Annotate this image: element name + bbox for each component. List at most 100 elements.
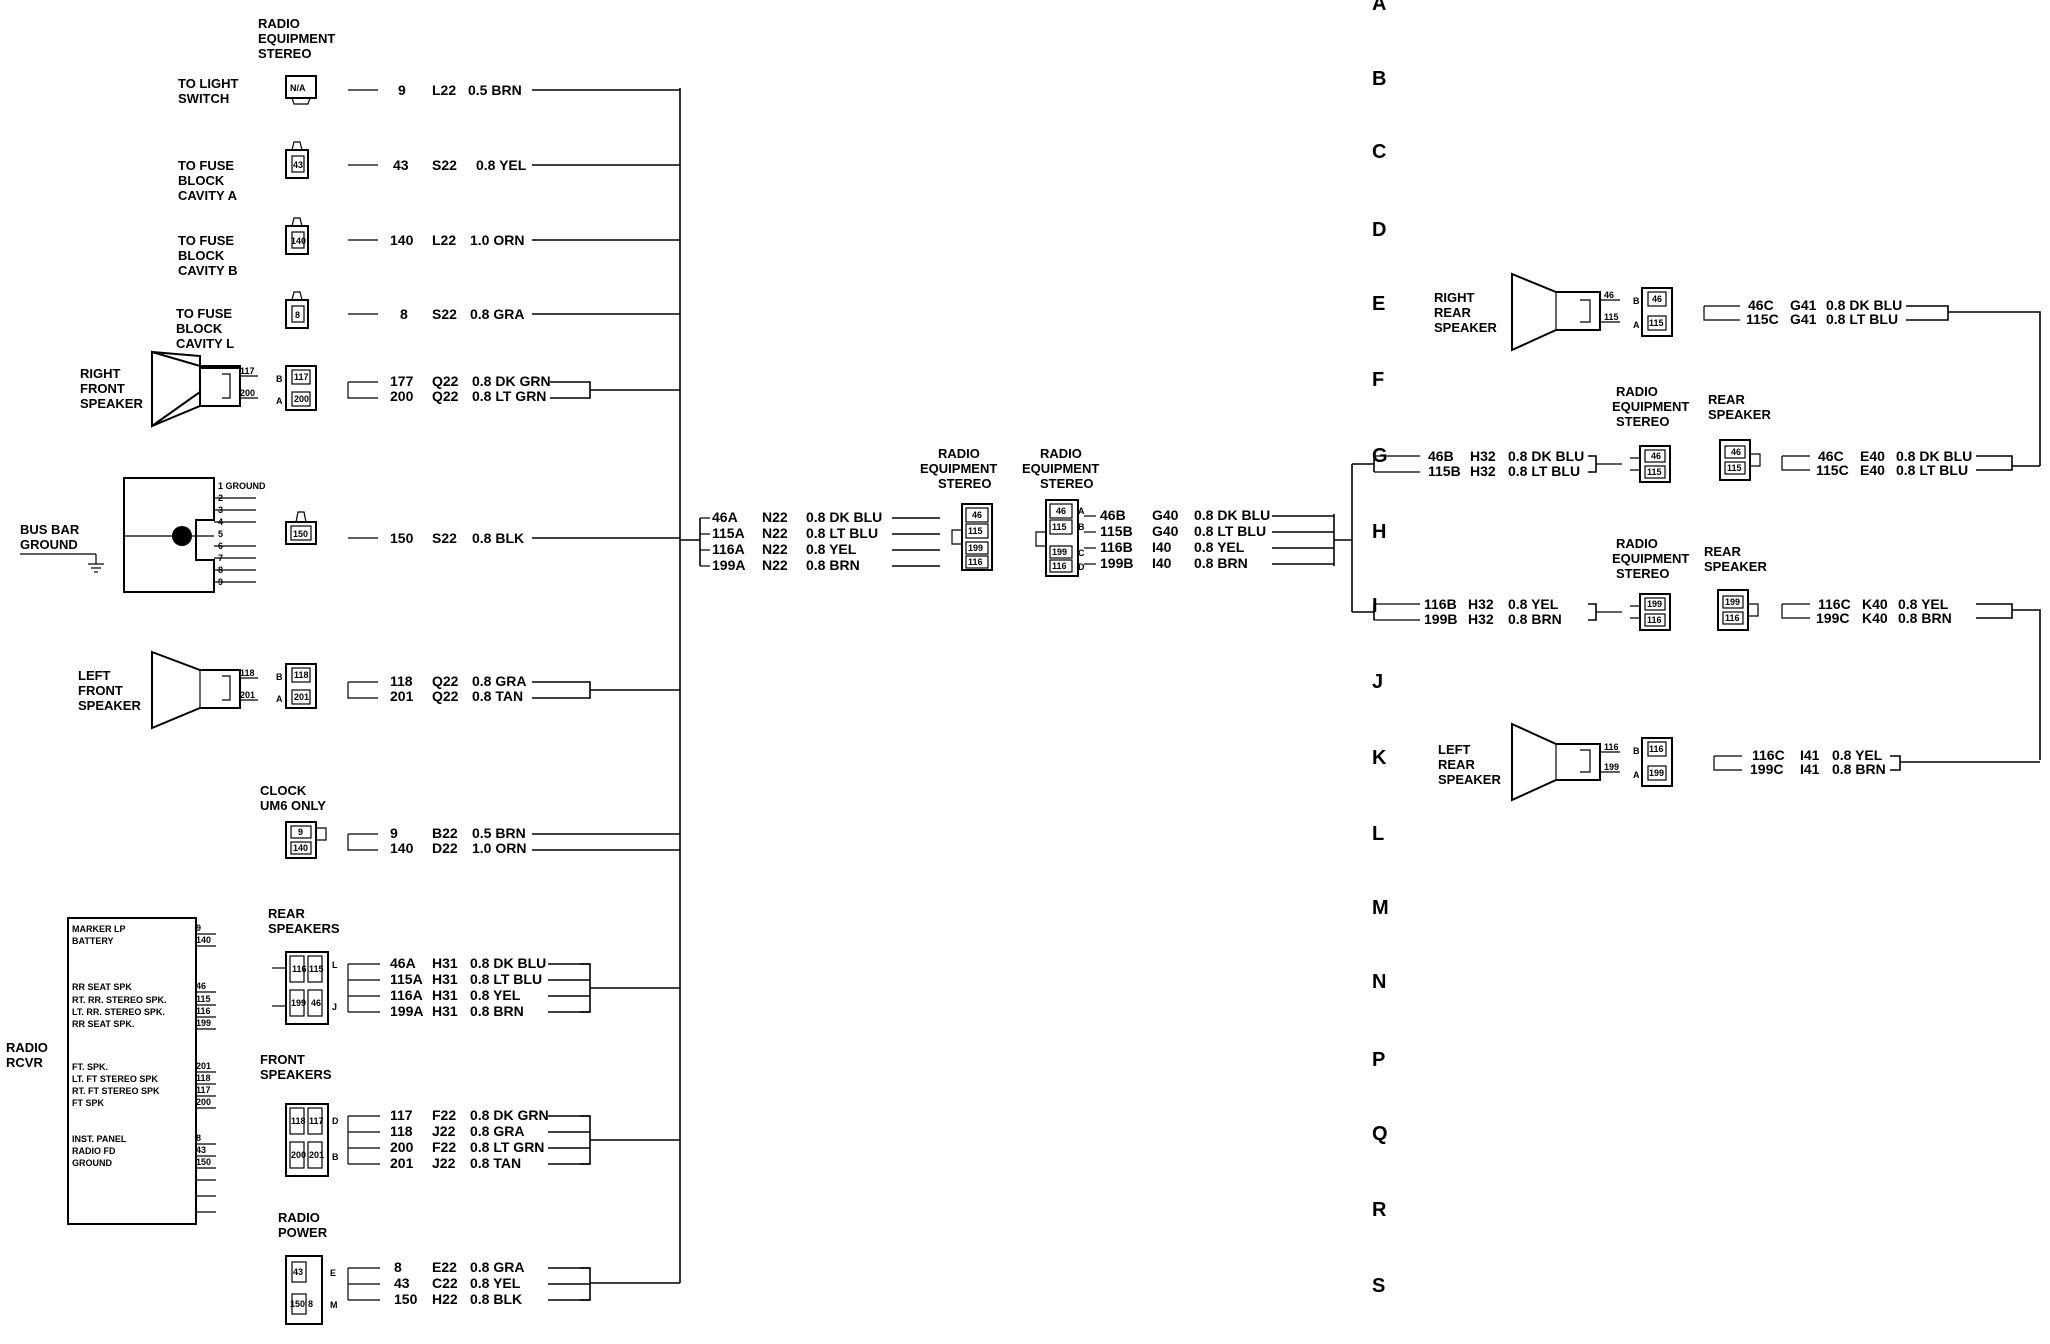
svg-text:1.0 ORN: 1.0 ORN <box>472 840 526 856</box>
svg-text:TO LIGHT: TO LIGHT <box>178 76 238 91</box>
wire-circuit: 43 <box>394 1275 410 1291</box>
wire-code: E22 <box>432 1259 457 1275</box>
svg-text:46: 46 <box>1056 506 1066 516</box>
svg-text:115: 115 <box>1647 467 1662 477</box>
grid-letter: E <box>1372 293 1385 315</box>
svg-text:BLOCK: BLOCK <box>178 173 225 188</box>
svg-text:116C: 116C <box>1818 596 1851 612</box>
svg-text:43: 43 <box>393 157 409 173</box>
svg-text:A: A <box>1633 320 1640 330</box>
wire-code: H31 <box>432 955 458 971</box>
wire-code: H31 <box>432 1003 458 1019</box>
svg-text:46: 46 <box>1604 290 1614 300</box>
svg-text:0.5 BRN: 0.5 BRN <box>468 82 522 98</box>
wire-circuit: 46A <box>712 509 738 525</box>
svg-text:REAR: REAR <box>1704 544 1741 559</box>
top-radio-label: RADIO EQUIPMENT STEREO <box>258 16 335 61</box>
wire-circuit: 116A <box>390 987 423 1003</box>
svg-text:199: 199 <box>968 543 983 553</box>
svg-text:H32: H32 <box>1468 596 1494 612</box>
svg-text:REAR: REAR <box>1438 757 1475 772</box>
grid-letter: H <box>1372 521 1386 543</box>
svg-text:TO FUSE: TO FUSE <box>176 306 232 321</box>
svg-text:LEFT: LEFT <box>78 668 111 683</box>
fuse-a-row: TO FUSE BLOCK CAVITY A 43 43 S22 0.8 YEL <box>178 141 680 203</box>
svg-text:H32: H32 <box>1470 463 1496 479</box>
grid-letter: K <box>1372 747 1387 769</box>
rcvr-row-pin: 200 <box>196 1097 211 1107</box>
svg-text:0.8 TAN: 0.8 TAN <box>472 688 523 704</box>
svg-text:115: 115 <box>1649 318 1664 328</box>
svg-text:46: 46 <box>1652 294 1662 304</box>
svg-text:117: 117 <box>294 372 309 382</box>
svg-text:199C: 199C <box>1816 610 1849 626</box>
svg-text:0.8 BRN: 0.8 BRN <box>1898 610 1952 626</box>
svg-text:N/A: N/A <box>290 83 306 93</box>
wire-label: 0.8 LT GRN <box>470 1139 544 1155</box>
rcvr-row-pin: 9 <box>196 923 201 933</box>
svg-text:199B: 199B <box>1424 611 1457 627</box>
svg-text:L22: L22 <box>432 232 456 248</box>
svg-text:I41: I41 <box>1800 761 1820 777</box>
svg-text:EQUIPMENT: EQUIPMENT <box>1022 461 1099 476</box>
svg-text:116C: 116C <box>1752 747 1785 763</box>
svg-text:140: 140 <box>293 843 308 853</box>
wire-code: F22 <box>432 1107 456 1123</box>
wire-code: G40 <box>1152 523 1179 539</box>
svg-text:140: 140 <box>291 236 306 246</box>
svg-text:200: 200 <box>240 388 255 398</box>
svg-text:115: 115 <box>1052 522 1067 532</box>
svg-text:199: 199 <box>1604 762 1619 772</box>
svg-text:201: 201 <box>309 1150 324 1160</box>
svg-text:0.8 LT GRN: 0.8 LT GRN <box>472 388 546 404</box>
svg-text:177: 177 <box>390 373 414 389</box>
svg-text:0.8 GRA: 0.8 GRA <box>472 673 526 689</box>
svg-text:117: 117 <box>309 1116 324 1126</box>
svg-text:EQUIPMENT: EQUIPMENT <box>1612 551 1689 566</box>
rr-connector <box>1641 287 1673 337</box>
right-rear-speaker-row: RIGHT REAR SPEAKER 46 115 46 115 B A 46C… <box>1434 272 2041 466</box>
svg-text:E40: E40 <box>1860 462 1885 478</box>
svg-text:1 GROUND: 1 GROUND <box>218 481 266 491</box>
svg-text:116: 116 <box>1052 561 1067 571</box>
svg-text:Q22: Q22 <box>432 373 459 389</box>
rcvr-row-pin: 201 <box>196 1061 211 1071</box>
grid-letter: Q <box>1372 1123 1388 1145</box>
svg-text:199: 199 <box>1725 597 1740 607</box>
svg-text:RIGHT: RIGHT <box>80 366 121 381</box>
svg-text:SPEAKER: SPEAKER <box>80 396 143 411</box>
svg-text:8: 8 <box>400 306 408 322</box>
wire-circuit: 46A <box>390 955 416 971</box>
grid-letter: J <box>1372 671 1383 693</box>
wire-circuit: 199B <box>1100 555 1133 571</box>
svg-text:140: 140 <box>390 232 414 248</box>
wire-code: J22 <box>432 1155 456 1171</box>
svg-text:A: A <box>1078 506 1085 516</box>
svg-text:8: 8 <box>295 310 300 320</box>
rear-speakers-connector <box>285 951 329 1025</box>
wire-circuit: 46B <box>1100 507 1126 523</box>
svg-text:S22: S22 <box>432 530 457 546</box>
svg-text:REAR: REAR <box>1434 305 1471 320</box>
wire-circuit: 116A <box>712 541 745 557</box>
svg-text:46: 46 <box>1731 447 1741 457</box>
wire-code: N22 <box>762 525 788 541</box>
grid-letter: B <box>1372 68 1386 90</box>
svg-text:118: 118 <box>294 670 309 680</box>
svg-text:FRONT: FRONT <box>260 1052 305 1067</box>
rcvr-row-label: FT. SPK. <box>72 1062 108 1072</box>
rcvr-row-pin: 140 <box>196 935 211 945</box>
svg-text:Q22: Q22 <box>432 673 459 689</box>
rcvr-row-label: LT. FT STEREO SPK <box>72 1074 158 1084</box>
svg-text:150: 150 <box>290 1299 305 1309</box>
svg-text:UM6 ONLY: UM6 ONLY <box>260 798 326 813</box>
grid-letter: R <box>1372 1199 1387 1221</box>
svg-text:0.8 BRN: 0.8 BRN <box>1832 761 1886 777</box>
right-front-speaker-row: RIGHT FRONT SPEAKER 117 200 117 200 B A … <box>80 350 680 428</box>
wire-label: 0.8 DK BLU <box>806 509 882 525</box>
wire-label: 0.8 YEL <box>806 541 857 557</box>
grid-letter: P <box>1372 1049 1385 1071</box>
